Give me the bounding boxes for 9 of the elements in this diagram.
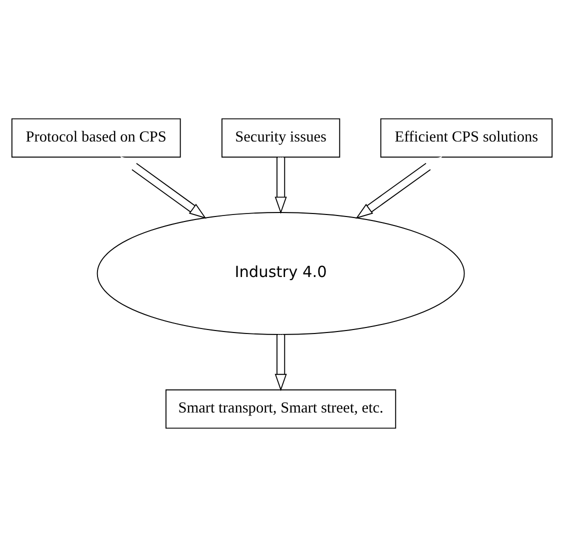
node-box: Protocol based on CPS (11, 118, 181, 158)
node-box: Smart transport, Smart street, etc. (166, 388, 396, 428)
arrow (274, 334, 287, 391)
arrow (120, 156, 206, 218)
node-box: Security issues (221, 118, 340, 158)
node-box: Efficient CPS solutions (380, 118, 553, 158)
node-ellipse: Industry 4.0 (96, 212, 465, 334)
arrow (274, 156, 287, 214)
arrow (356, 156, 442, 218)
